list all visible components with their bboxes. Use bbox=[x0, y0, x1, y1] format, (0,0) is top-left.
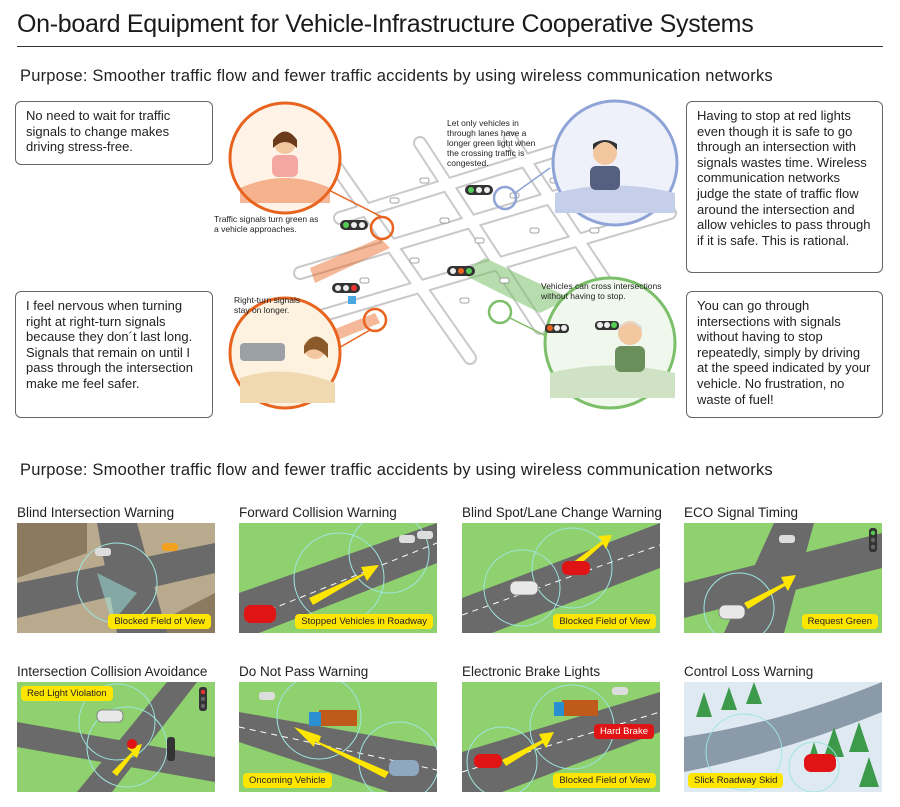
note-green-light: Let only vehicles in through lanes have … bbox=[447, 118, 536, 168]
speech-bubble-bottom-left: I feel nervous when turning right at rig… bbox=[15, 291, 213, 418]
panel-title-blind-spot: Blind Spot/Lane Change Warning bbox=[462, 505, 662, 520]
purpose-heading-2: Purpose: Smoother traffic flow and fewer… bbox=[20, 461, 773, 479]
panel-illustration bbox=[239, 682, 437, 792]
panel-title-forward-collision: Forward Collision Warning bbox=[239, 505, 397, 520]
panel-blind-intersection: Blocked Field of View bbox=[17, 523, 215, 633]
panel-electronic-brake: Hard Brake Blocked Field of View bbox=[462, 682, 660, 792]
panel-title-do-not-pass: Do Not Pass Warning bbox=[239, 664, 369, 679]
panel-title-eco-signal: ECO Signal Timing bbox=[684, 505, 799, 520]
note-turn-green: Traffic signals turn green as a vehicle … bbox=[214, 214, 319, 234]
tag-label: Oncoming Vehicle bbox=[243, 773, 332, 788]
city-intersection-illustration bbox=[228, 99, 679, 410]
tag-label: Request Green bbox=[801, 614, 878, 629]
speech-bubble-bottom-right: You can go through intersections with si… bbox=[686, 291, 883, 418]
tag-label: Blocked Field of View bbox=[553, 773, 656, 788]
tag-label: Blocked Field of View bbox=[108, 614, 211, 629]
tag-label: Red Light Violation bbox=[21, 686, 113, 701]
panel-title-electronic-brake: Electronic Brake Lights bbox=[462, 664, 601, 679]
tag-label: Blocked Field of View bbox=[553, 614, 656, 629]
speech-bubble-top-right: Having to stop at red lights even though… bbox=[686, 101, 883, 273]
panel-illustration bbox=[684, 682, 882, 792]
panel-illustration bbox=[684, 523, 882, 633]
tag-label-hard-brake: Hard Brake bbox=[593, 724, 654, 739]
purpose-heading-1: Purpose: Smoother traffic flow and fewer… bbox=[20, 67, 773, 85]
speech-bubble-top-left: No need to wait for traffic signals to c… bbox=[15, 101, 213, 165]
note-right-turn: Right-turn signals stay on longer. bbox=[234, 295, 301, 315]
panel-title-blind-intersection: Blind Intersection Warning bbox=[17, 505, 175, 520]
panel-forward-collision: Stopped Vehicles in Roadway bbox=[239, 523, 437, 633]
panel-intersection-collision: Red Light Violation bbox=[17, 682, 215, 792]
panel-blind-spot: Blocked Field of View bbox=[462, 523, 660, 633]
panel-eco-signal: Request Green bbox=[684, 523, 882, 633]
panel-title-control-loss: Control Loss Warning bbox=[684, 664, 814, 679]
tag-label: Stopped Vehicles in Roadway bbox=[295, 614, 433, 629]
title-divider bbox=[17, 46, 883, 47]
page-title: On-board Equipment for Vehicle-Infrastru… bbox=[17, 10, 754, 38]
tag-label: Slick Roadway Skid bbox=[688, 773, 784, 788]
panel-control-loss: Slick Roadway Skid bbox=[684, 682, 882, 792]
note-cross: Vehicles can cross intersections without… bbox=[541, 281, 662, 301]
panel-title-intersection-collision: Intersection Collision Avoidance bbox=[17, 664, 208, 679]
panel-do-not-pass: Oncoming Vehicle bbox=[239, 682, 437, 792]
